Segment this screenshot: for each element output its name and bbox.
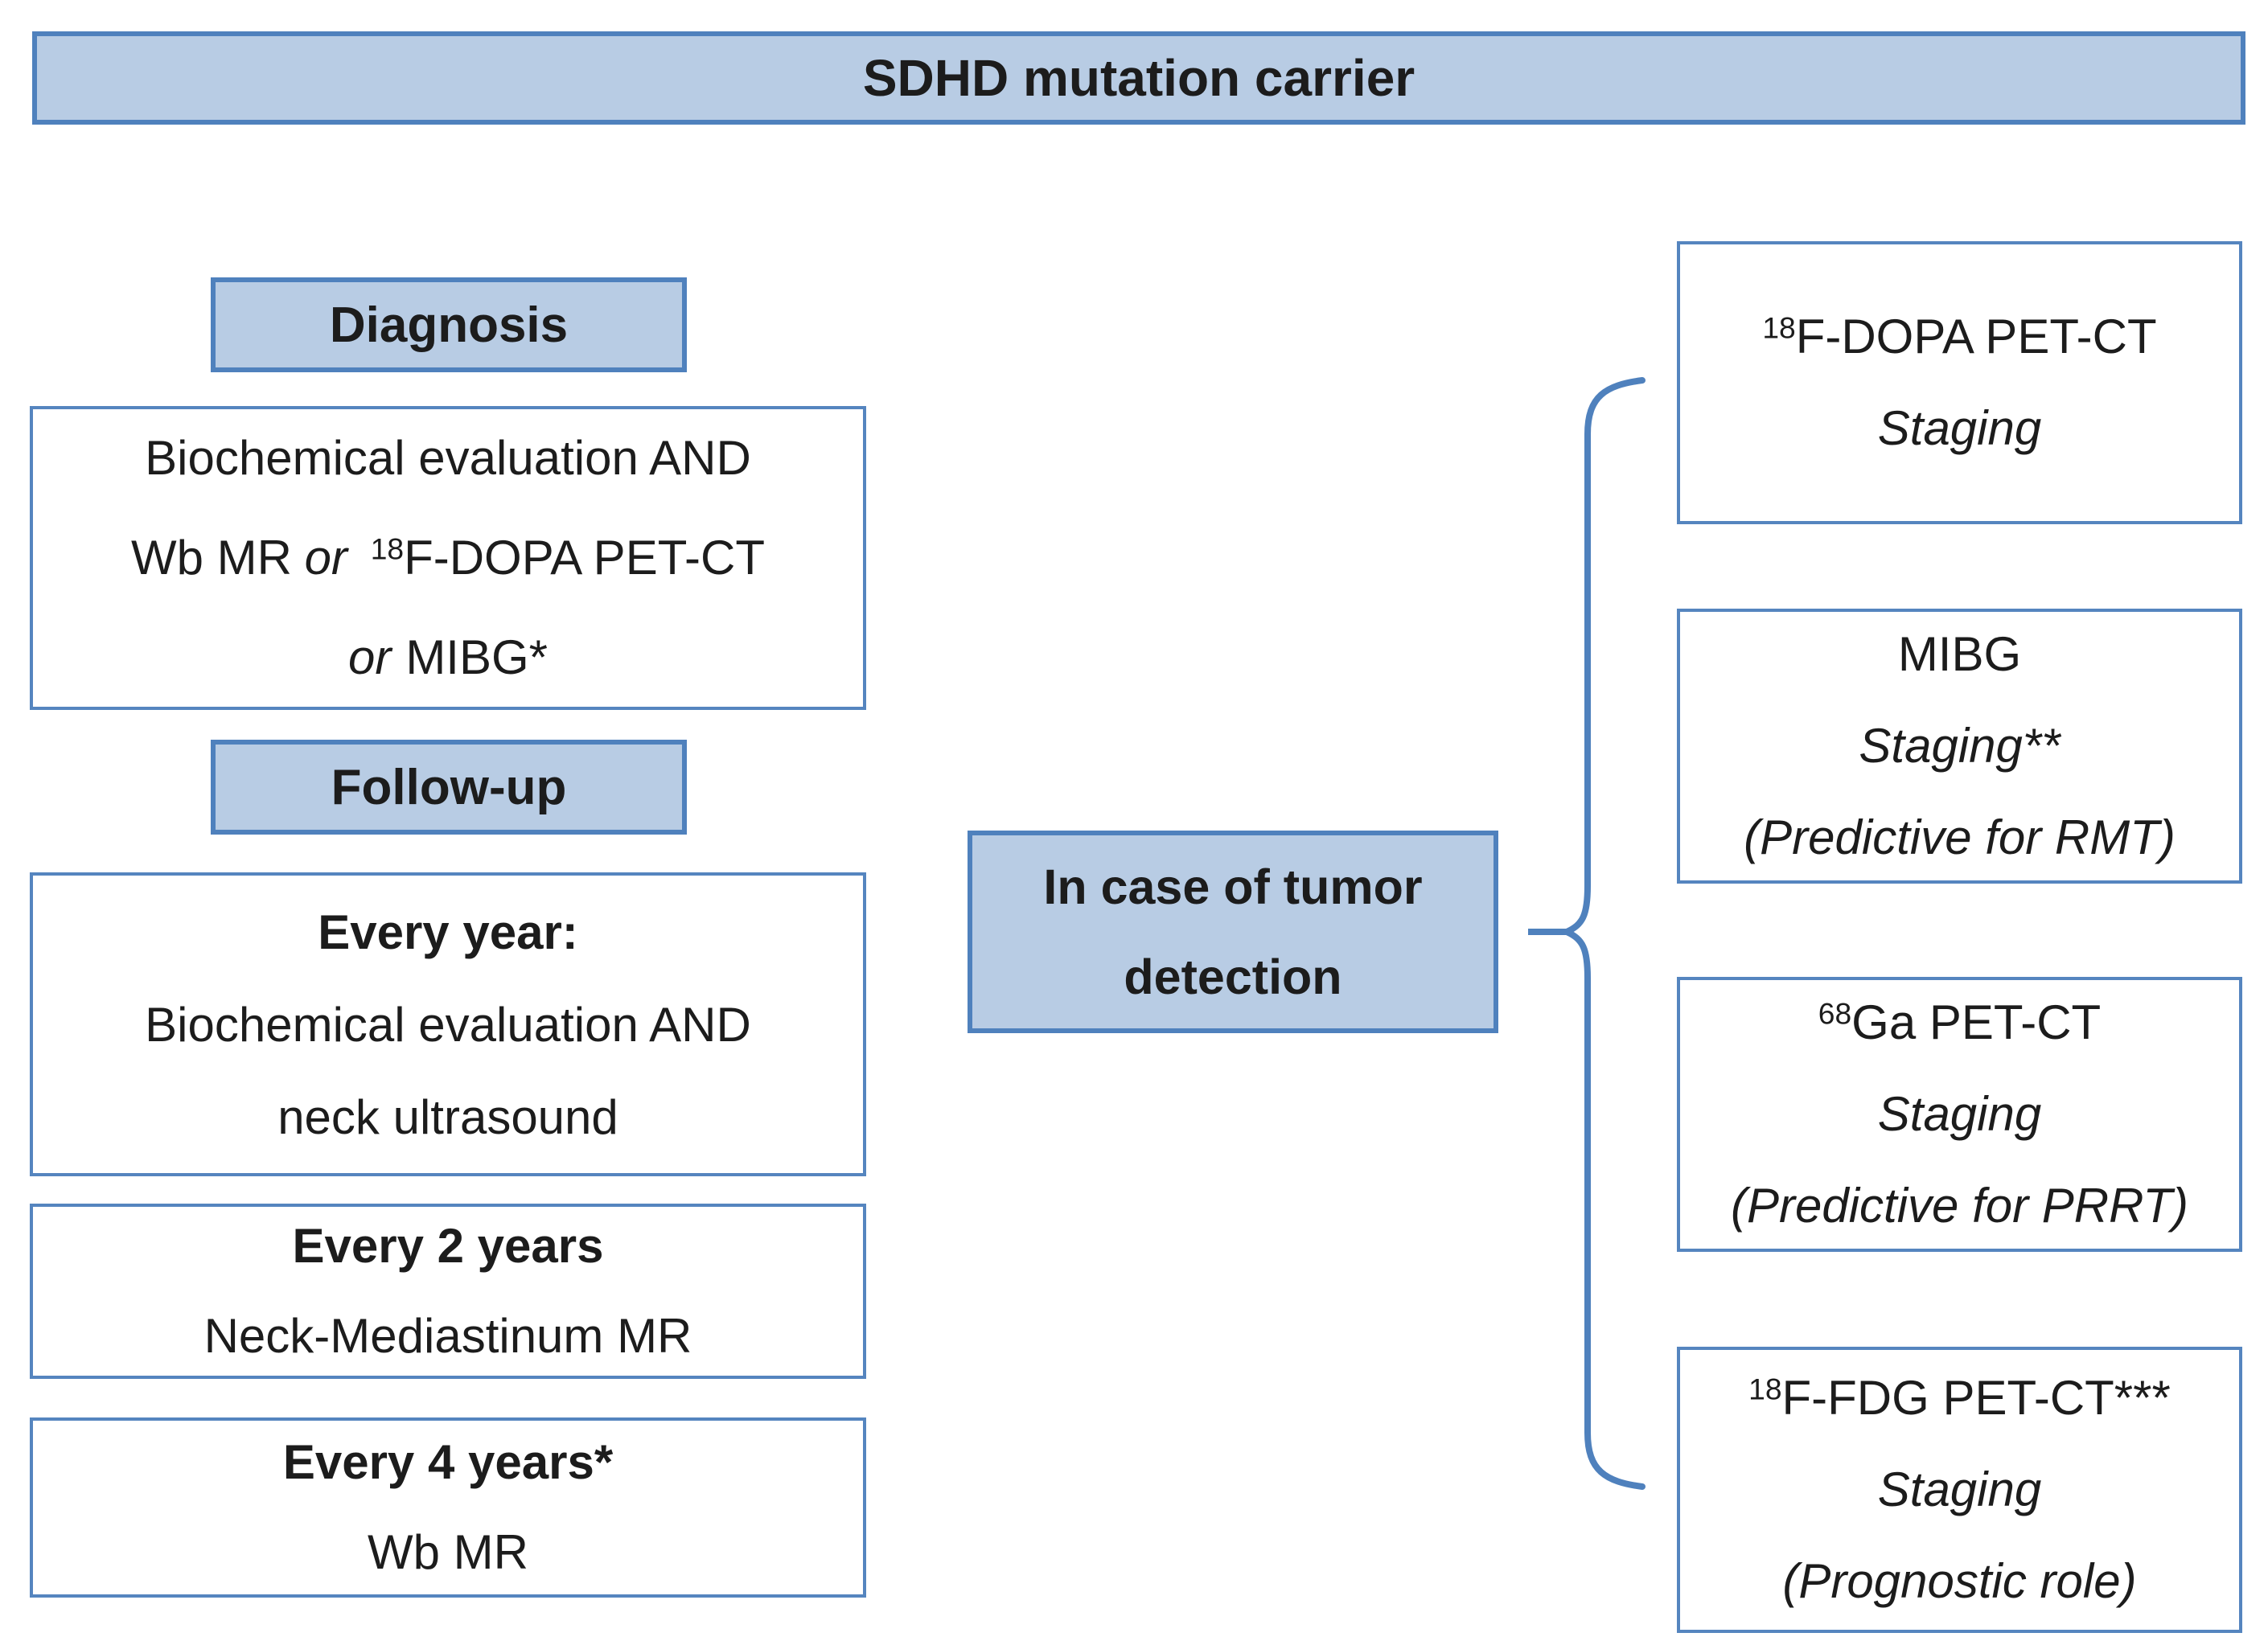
followup-header-label: Follow-up (331, 759, 567, 815)
followup-header: Follow-up (211, 740, 687, 835)
fdg-title: 18F-FDG PET-CT*** (1748, 1371, 2171, 1425)
fdg-staging: Staging (1877, 1463, 2042, 1516)
ga-petct-box: 68Ga PET-CT Staging (Predictive for PRRT… (1677, 977, 2242, 1252)
diagnosis-header-label: Diagnosis (329, 297, 569, 353)
isotope-18-superscript: 18 (370, 531, 405, 566)
isotope-18-superscript: 18 (1762, 310, 1796, 345)
ga-title: 68Ga PET-CT (1818, 995, 2102, 1049)
isotope-68-superscript: 68 (1818, 996, 1852, 1031)
fdg-prognostic: (Prognostic role) (1782, 1554, 2137, 1608)
mibg-staging: Staging** (1859, 719, 2061, 773)
every-2-years-line-2: Neck-Mediastinum MR (203, 1309, 692, 1363)
fdopa-title: 18F-DOPA PET-CT (1762, 310, 2157, 363)
every-year-box: Every year: Biochemical evaluation AND n… (30, 872, 866, 1176)
diagnosis-header: Diagnosis (211, 277, 687, 372)
tumor-detection-line-1: In case of tumor (1043, 859, 1423, 914)
fdg-petct-box: 18F-FDG PET-CT*** Staging (Prognostic ro… (1677, 1347, 2242, 1633)
curly-brace (1559, 377, 1646, 1490)
ga-predictive: (Predictive for PRRT) (1730, 1179, 2188, 1233)
every-2-years-title: Every 2 years (292, 1219, 604, 1273)
diagnosis-line-1: Biochemical evaluation AND (145, 431, 751, 485)
banner-title: SDHD mutation carrier (862, 49, 1415, 107)
fdopa-petct-box: 18F-DOPA PET-CT Staging (1677, 241, 2242, 524)
banner-sdhd-mutation-carrier: SDHD mutation carrier (32, 31, 2245, 125)
mibg-predictive: (Predictive for RMT) (1744, 810, 2176, 864)
ga-staging: Staging (1877, 1087, 2042, 1141)
tumor-detection-line-2: detection (1124, 950, 1342, 1004)
mibg-title: MIBG (1897, 627, 2022, 681)
isotope-18-superscript: 18 (1748, 1372, 1782, 1406)
every-year-line-3: neck ultrasound (277, 1089, 618, 1144)
every-2-years-box: Every 2 years Neck-Mediastinum MR (30, 1204, 866, 1379)
mibg-box: MIBG Staging** (Predictive for RMT) (1677, 609, 2242, 884)
every-4-years-line-2: Wb MR (368, 1525, 528, 1579)
or-word: or (304, 531, 347, 585)
every-4-years-box: Every 4 years* Wb MR (30, 1417, 866, 1598)
or-word: or (347, 630, 392, 684)
every-year-title: Every year: (318, 905, 578, 959)
fdopa-staging: Staging (1877, 401, 2042, 455)
every-year-line-2: Biochemical evaluation AND (145, 997, 751, 1052)
every-4-years-title: Every 4 years* (282, 1435, 614, 1489)
tumor-detection-box: In case of tumor detection (968, 831, 1498, 1033)
